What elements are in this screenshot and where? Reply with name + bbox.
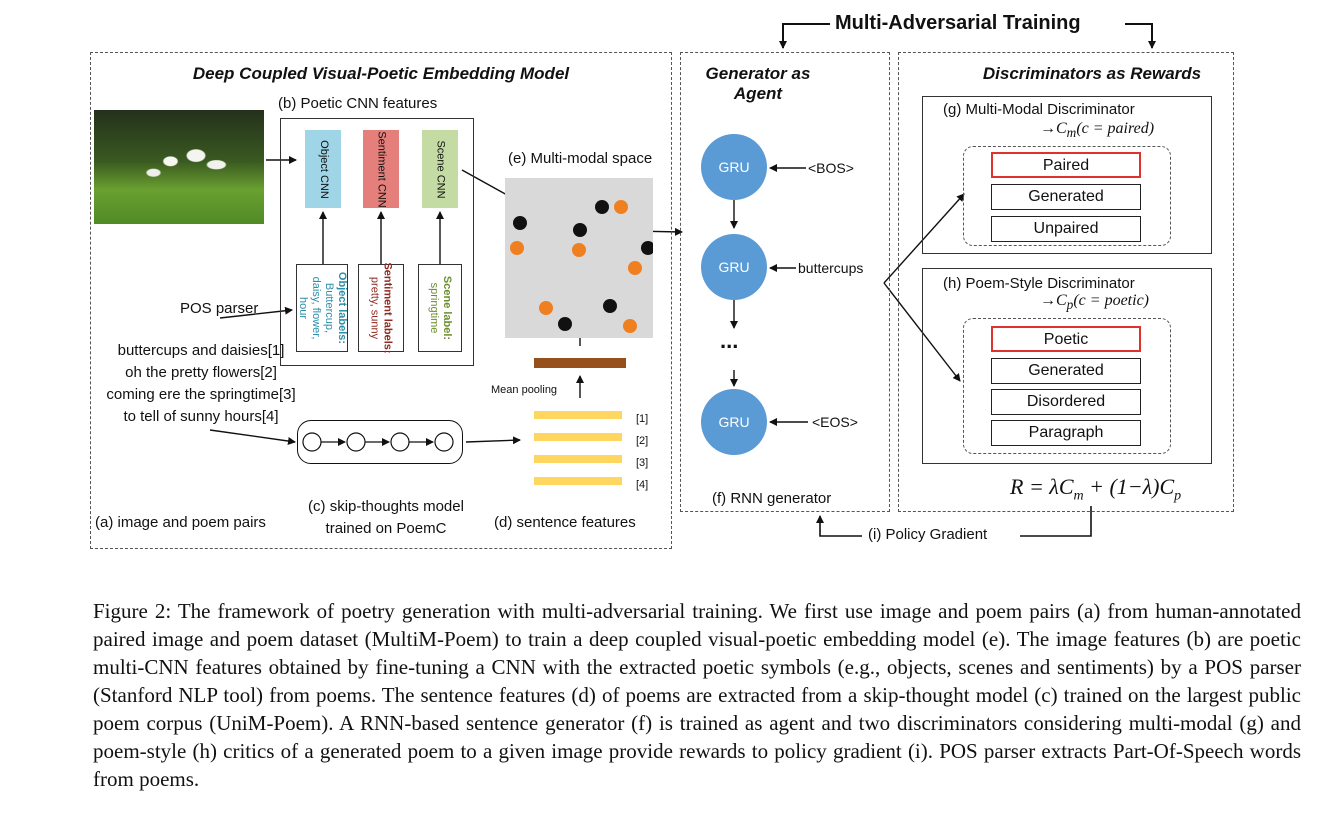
reward-formula: R = λCm + (1−λ)Cp (1010, 474, 1182, 504)
mean-pooling-label: Mean pooling (491, 384, 558, 396)
label-sentence-features: (d) sentence features (494, 514, 636, 531)
poem-line: oh the pretty flowers[2] (125, 364, 277, 381)
label-rnn-generator: (f) RNN generator (712, 490, 832, 507)
token-eos: <EOS> (812, 414, 858, 430)
daisy-photo (94, 110, 264, 224)
poem-line: coming ere the springtime[3] (106, 386, 296, 403)
pos-parser-label: POS parser (180, 300, 259, 317)
pooled-feature-bar (534, 358, 626, 368)
option-generated: Generated (991, 184, 1141, 210)
token-bos: <BOS> (808, 160, 854, 176)
object-cnn: Object CNN (305, 130, 341, 208)
ellipsis: ... (720, 328, 739, 353)
poem-line: buttercups and daisies[1] (117, 342, 285, 359)
multi-adversarial-title: Multi-Adversarial Training (835, 12, 1081, 34)
sentence-index: [3] (636, 457, 649, 469)
poem-style-discriminator-title: (h) Poem-Style Discriminator (943, 275, 1135, 292)
token-buttercups: buttercups (798, 260, 864, 276)
generator-panel-title: Generator as Agent (705, 64, 811, 103)
multimodal-formula: →Cm(c = paired) (1040, 120, 1155, 141)
scene-label-box: Scene label: springtime (418, 264, 462, 352)
sentiment-cnn: Sentiment CNN (363, 130, 399, 208)
embedding-panel (90, 52, 672, 549)
figure-caption: Figure 2: The framework of poetry genera… (93, 599, 1301, 791)
skip-thoughts-model (297, 420, 463, 464)
scene-cnn: Scene CNN (422, 130, 458, 208)
discriminator-panel-title: Discriminators as Rewards (982, 64, 1202, 83)
sentiment-labels-box: Sentiment labels: pretty, sunny (358, 262, 404, 354)
multi-adv-arrow-left (779, 23, 830, 49)
sentence-feature-bar (534, 455, 622, 463)
option-unpaired: Unpaired (991, 216, 1141, 242)
gru-cell: GRU (701, 389, 767, 455)
gru-cell: GRU (701, 234, 767, 300)
policy-gradient-label: (i) Policy Gradient (868, 526, 988, 543)
object-labels-box: Object labels: Buttercup, daisy, flower,… (296, 264, 348, 352)
gru-cell: GRU (701, 134, 767, 200)
label-skip-thoughts: (c) skip-thoughts model trained on PoemC (308, 498, 464, 537)
poem-style-discriminator (922, 268, 1212, 464)
multimodal-discriminator (922, 96, 1212, 254)
cnn-features-label: (b) Poetic CNN features (278, 95, 438, 112)
sentence-index: [2] (636, 435, 649, 447)
sentence-feature-bar (534, 411, 622, 419)
option-poetic: Poetic (991, 326, 1141, 352)
multimodal-space-label: (e) Multi-modal space (508, 150, 653, 167)
sentence-index: [4] (636, 479, 649, 491)
multimodal-discriminator-title: (g) Multi-Modal Discriminator (943, 101, 1135, 118)
embedding-panel-title: Deep Coupled Visual-Poetic Embedding Mod… (192, 64, 570, 83)
cnn-features-box (280, 118, 474, 366)
poem-style-formula: →Cp(c = poetic) (1040, 292, 1149, 313)
poem-lines: buttercups and daisies[1] oh the pretty … (92, 340, 310, 428)
option-generated: Generated (991, 358, 1141, 384)
multimodal-space (505, 178, 655, 338)
option-disordered: Disordered (991, 389, 1141, 415)
sentence-feature-bar (534, 477, 622, 485)
sentence-index: [1] (636, 413, 649, 425)
option-paragraph: Paragraph (991, 420, 1141, 446)
discriminator-panel (898, 52, 1234, 512)
embedding-dots (510, 200, 655, 333)
option-paired: Paired (991, 152, 1141, 178)
label-image-poem-pairs: (a) image and poem pairs (95, 514, 266, 531)
multi-adv-arrow-right (1125, 23, 1156, 49)
sentence-feature-bar (534, 433, 622, 441)
multimodal-options-group (963, 146, 1171, 246)
generator-panel (680, 52, 890, 512)
poem-style-options-group (963, 318, 1171, 454)
poem-line: to tell of sunny hours[4] (123, 408, 279, 425)
